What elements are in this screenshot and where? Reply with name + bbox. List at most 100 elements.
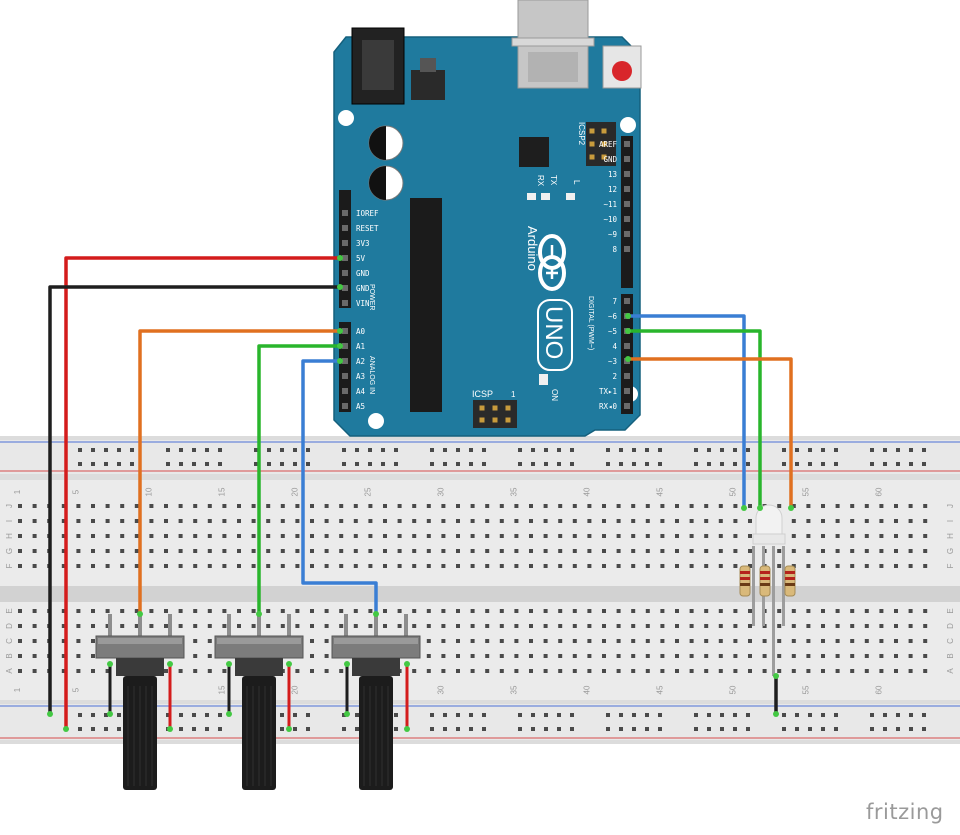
- breadboard-hole: [835, 669, 840, 673]
- row-letter: E: [946, 608, 955, 613]
- breadboard-hole: [529, 639, 533, 643]
- column-number: 45: [655, 487, 664, 496]
- breadboard-hole: [821, 609, 825, 613]
- rail-hole: [117, 448, 121, 452]
- analog-pin-label: A2: [356, 357, 365, 366]
- potentiometer[interactable]: [214, 614, 304, 790]
- breadboard-hole: [558, 534, 563, 538]
- connection-dot: [107, 661, 113, 667]
- breadboard-hole: [339, 624, 344, 628]
- row-letter: A: [5, 668, 14, 674]
- breadboard-hole: [149, 519, 154, 523]
- breadboard-hole: [645, 549, 650, 553]
- reset-button-cap[interactable]: [612, 61, 632, 81]
- power-pin-label: GND: [356, 284, 370, 293]
- breadboard-hole: [120, 519, 125, 523]
- breadboard-hole: [675, 534, 679, 538]
- icsp2-pin: [601, 128, 607, 134]
- breadboard-hole: [207, 564, 212, 568]
- wire-endpoints: [47, 255, 794, 732]
- rail-hole: [707, 462, 711, 466]
- breadboard-hole: [908, 624, 913, 628]
- breadboard-hole: [879, 609, 884, 613]
- breadboard-hole: [18, 654, 22, 658]
- breadboard-hole: [923, 564, 928, 568]
- column-number: 35: [509, 685, 518, 694]
- breadboard-hole: [266, 504, 271, 508]
- rail-hole: [443, 727, 447, 731]
- rail-hole: [166, 713, 170, 717]
- icsp-pin: [505, 405, 511, 411]
- rail-hole: [645, 448, 649, 452]
- breadboard-hole: [675, 654, 679, 658]
- rail-hole: [570, 713, 574, 717]
- potentiometer[interactable]: [331, 614, 421, 790]
- breadboard-hole: [193, 549, 198, 553]
- breadboard-hole: [368, 534, 373, 538]
- breadboard-hole: [193, 534, 198, 538]
- connection-dot: [625, 313, 631, 319]
- connection-dot: [47, 711, 53, 717]
- breadboard-hole: [149, 624, 154, 628]
- breadboard-hole: [456, 669, 460, 673]
- breadboard-hole: [879, 564, 884, 568]
- row-letter: H: [946, 533, 955, 539]
- breadboard-hole: [894, 669, 898, 673]
- breadboard-hole: [426, 504, 431, 508]
- breadboard-hole: [134, 504, 139, 508]
- column-number: 55: [801, 487, 810, 496]
- breadboard-hole: [266, 534, 271, 538]
- digital-pin-label: ~5: [608, 327, 617, 336]
- row-letter: J: [5, 504, 14, 508]
- potentiometer[interactable]: [95, 614, 185, 790]
- pot-leg: [257, 614, 261, 638]
- power-pin-label: IOREF: [356, 209, 379, 218]
- breadboard-hole: [660, 624, 665, 628]
- row-letter: A: [946, 668, 955, 674]
- breadboard-hole: [864, 624, 869, 628]
- breadboard-hole: [529, 504, 533, 508]
- breadboard-hole: [704, 549, 709, 553]
- rail-hole: [909, 727, 913, 731]
- model-label: UNO: [540, 306, 567, 359]
- breadboard-hole: [266, 564, 271, 568]
- breadboard-hole: [441, 519, 446, 523]
- pot-leg: [227, 614, 231, 638]
- breadboard-hole: [777, 564, 782, 568]
- rail-hole: [834, 713, 838, 717]
- rail-hole: [104, 713, 108, 717]
- breadboard-hole: [207, 654, 212, 658]
- breadboard-hole: [835, 504, 840, 508]
- rail-hole: [518, 713, 522, 717]
- breadboard-hole: [704, 504, 709, 508]
- connection-dot: [344, 661, 350, 667]
- breadboard-hole: [120, 564, 125, 568]
- breadboard-hole: [324, 624, 329, 628]
- breadboard-hole: [645, 639, 650, 643]
- breadboard-hole: [660, 639, 665, 643]
- breadboard-hole: [280, 504, 285, 508]
- rail-hole: [782, 448, 786, 452]
- breadboard-hole: [791, 504, 796, 508]
- rail-hole: [694, 448, 698, 452]
- icsp2-pin: [601, 141, 607, 147]
- breadboard-hole: [762, 639, 767, 643]
- breadboard-hole: [105, 669, 110, 673]
- breadboard-hole: [558, 669, 563, 673]
- digital-pin: [624, 141, 630, 147]
- row-letter: I: [5, 520, 14, 522]
- breadboard-hole: [806, 609, 811, 613]
- column-number: 55: [801, 685, 810, 694]
- breadboard-hole: [383, 609, 387, 613]
- rail-hole: [355, 462, 359, 466]
- breadboard-hole: [499, 564, 504, 568]
- rail-hole: [293, 713, 297, 717]
- breadboard-hole: [923, 549, 928, 553]
- breadboard-hole: [675, 564, 679, 568]
- power-pin-label: GND: [356, 269, 370, 278]
- row-letter: B: [5, 653, 14, 658]
- digital-pin-label: ~3: [608, 357, 617, 366]
- power-pin-label: 3V3: [356, 239, 370, 248]
- rail-hole: [720, 713, 724, 717]
